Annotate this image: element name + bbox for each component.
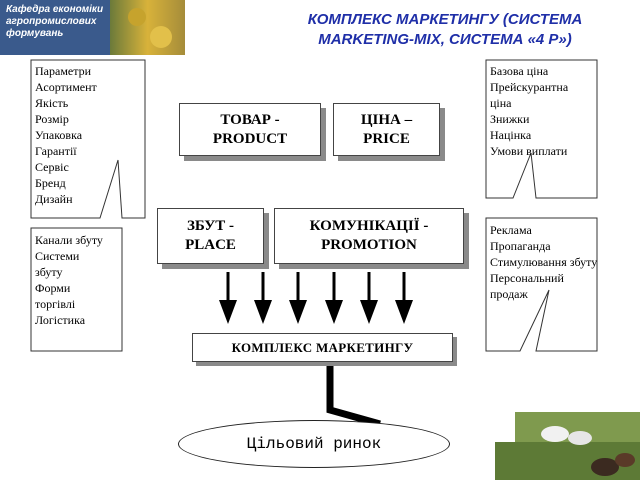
note-item: Базова ціна (490, 64, 549, 78)
banner-sunflower (150, 26, 172, 48)
note-item: Форми (35, 281, 71, 295)
note-item: Реклама (490, 223, 532, 237)
note-item: Знижки (490, 112, 530, 126)
promotion-box-line-2: PROMOTION (321, 237, 417, 253)
note-item: Розмір (35, 112, 69, 126)
complex-to-market-connector (326, 364, 381, 428)
note-item: Канали збуту (35, 233, 103, 247)
photo-animal (541, 426, 569, 442)
note-item: Стимулювання збуту (490, 255, 598, 269)
place-box-line-1: ЗБУТ - (186, 218, 235, 234)
department-banner: Кафедра економіки агропромислових формув… (0, 0, 185, 55)
marketing-complex-box: КОМПЛЕКС МАРКЕТИНГУ (192, 333, 453, 362)
promotion-note: Реклама Пропаганда Стимулювання збуту Пе… (490, 222, 597, 302)
down-arrow-head (254, 300, 272, 324)
title-line-2: MARKETING-MIX, СИСТЕМА «4 P») (318, 31, 572, 48)
price-note: Базова ціна Прейскурантна ціна Знижки На… (490, 63, 568, 159)
price-box-line-2: PRICE (363, 130, 410, 147)
note-item: Асортимент (35, 80, 97, 94)
note-item: продаж (490, 287, 528, 301)
place-box-line-2: PLACE (185, 237, 236, 253)
banner-sunflower (128, 8, 146, 26)
note-item: Прейскурантна (490, 80, 569, 94)
product-box-line-1: ТОВАР - (220, 111, 280, 128)
note-item: Якість (35, 96, 69, 110)
note-item: Сервіс (35, 160, 69, 174)
note-item: Упаковка (35, 128, 83, 142)
department-name: Кафедра економіки агропромислових формув… (6, 4, 116, 40)
down-arrow-head (325, 300, 343, 324)
down-arrow-head (360, 300, 378, 324)
page-title: КОМПЛЕКС МАРКЕТИНГУ (СИСТЕМА MARKETING-M… (260, 10, 630, 50)
note-item: Націнка (490, 128, 532, 142)
price-box-line-1: ЦІНА – (360, 111, 413, 128)
note-item: Умови виплати (490, 144, 568, 158)
note-item: Пропаганда (490, 239, 551, 253)
banner-line: агропромислових (6, 16, 97, 27)
promotion-box-line-1: КОМУНІКАЦІЇ - (309, 218, 429, 234)
down-arrow-head (219, 300, 237, 324)
note-item: Логістика (35, 313, 86, 327)
banner-photo-strip (110, 0, 185, 55)
promotion-box: КОМУНІКАЦІЇ - PROMOTION (274, 208, 464, 264)
photo-animal (591, 458, 619, 476)
note-item: збуту (35, 265, 63, 279)
product-note: Параметри Асортимент Якість Розмір Упако… (35, 63, 97, 207)
photo-animal (568, 431, 592, 445)
note-item: торгівлі (35, 297, 76, 311)
place-note-frame (30, 227, 123, 352)
product-box: ТОВАР - PRODUCT (179, 103, 321, 156)
banner-line: формувань (6, 28, 64, 39)
note-item: Персональний (490, 271, 564, 285)
farm-photo-decoration (495, 372, 640, 480)
note-item: Параметри (35, 64, 92, 78)
place-box: ЗБУТ - PLACE (157, 208, 264, 264)
banner-line: Кафедра економіки (6, 4, 104, 15)
down-arrow-head (289, 300, 307, 324)
note-item: Дизайн (35, 192, 73, 206)
photo-animal (615, 453, 635, 467)
promotion-note-frame (485, 217, 598, 352)
note-item: ціна (490, 96, 512, 110)
price-note-frame (485, 59, 598, 199)
place-note: Канали збуту Системи збуту Форми торгівл… (35, 232, 103, 328)
price-box: ЦІНА – PRICE (333, 103, 440, 156)
note-item: Бренд (35, 176, 66, 190)
product-box-line-2: PRODUCT (212, 130, 288, 147)
title-line-1: КОМПЛЕКС МАРКЕТИНГУ (СИСТЕМА (307, 11, 583, 28)
note-item: Системи (35, 249, 80, 263)
target-market-ellipse: Цільовий ринок (178, 420, 450, 468)
down-arrow-head (395, 300, 413, 324)
product-note-frame (30, 59, 146, 219)
note-item: Гарантії (35, 144, 77, 158)
arrow-group (219, 272, 413, 324)
